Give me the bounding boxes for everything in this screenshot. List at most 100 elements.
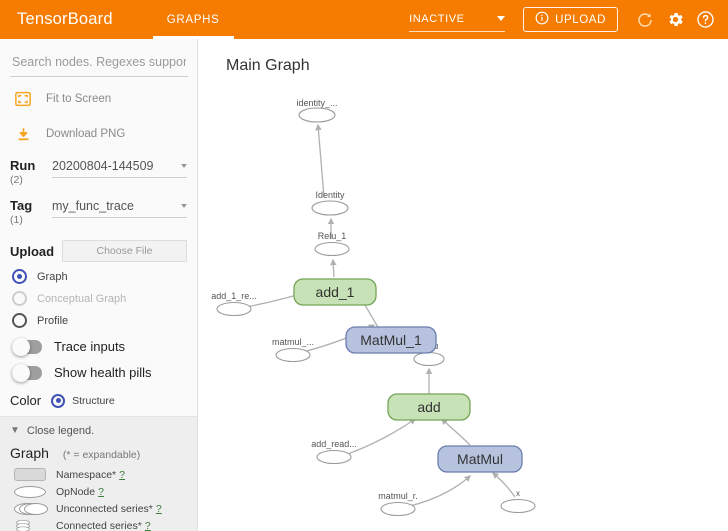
toggle-trace-inputs-switch[interactable] (12, 337, 42, 356)
run-status-value: INACTIVE (409, 13, 465, 25)
radio-profile-indicator (12, 313, 27, 328)
node-x[interactable] (500, 498, 536, 514)
close-legend-button[interactable]: ▼ Close legend. (10, 425, 187, 437)
node-relu-1[interactable] (314, 241, 350, 257)
upload-label: Upload (10, 243, 55, 259)
legend-label-opnode: OpNode (56, 485, 96, 498)
fit-to-screen-button[interactable]: Fit to Screen (10, 86, 187, 112)
reload-icon[interactable] (630, 5, 660, 35)
info-circle-icon (535, 11, 549, 28)
legend-expandable-note: (* = expandable) (62, 449, 141, 461)
node-label-matmul-r: matmul_r. (378, 491, 418, 501)
chevron-down-icon (181, 204, 187, 208)
run-status-select[interactable]: INACTIVE (409, 8, 506, 32)
fit-to-screen-label: Fit to Screen (46, 93, 112, 105)
toggle-trace-inputs[interactable]: Trace inputs (12, 337, 187, 356)
edge-addread-to-add (344, 418, 417, 456)
chevron-down-icon: ▼ (10, 425, 20, 436)
legend-item-connected-series: Connected series*? (10, 517, 187, 531)
tag-label-group: Tag (1) (10, 198, 52, 227)
toggle-show-health-pills[interactable]: Show health pills (12, 363, 187, 382)
node-add[interactable] (387, 393, 471, 421)
edge-identity-to-identity-ellipsis (315, 123, 325, 198)
toggle-show-health-pills-switch[interactable] (12, 363, 42, 382)
graph-ellipse-nodes: identity_... Identity Relu_1 add_1_re...… (211, 98, 536, 517)
fit-to-screen-icon (10, 90, 36, 108)
legend-label-connected-series: Connected series* (56, 519, 142, 531)
graph-legend: ▼ Close legend. Graph (* = expandable) N… (0, 416, 197, 531)
close-legend-label: Close legend. (26, 425, 95, 437)
color-mode-row: Color Structure (10, 393, 187, 408)
legend-title: Graph (10, 445, 49, 461)
node-add-1[interactable] (293, 278, 377, 306)
graph-canvas[interactable]: Main Graph (198, 39, 728, 531)
legend-item-namespace: Namespace*? (10, 466, 187, 483)
legend-header: Graph (* = expandable) (10, 445, 187, 461)
help-link-unconnected-series[interactable]: ? (155, 502, 162, 515)
toggle-trace-inputs-label: Trace inputs (54, 339, 126, 354)
radio-structure-indicator[interactable] (51, 393, 66, 408)
legend-label-unconnected-series: Unconnected series* (56, 502, 153, 515)
node-matmul-1[interactable] (345, 326, 437, 354)
node-relu[interactable] (413, 351, 445, 367)
node-label-matmul-read: matmul_... (272, 337, 314, 347)
help-link-namespace[interactable]: ? (119, 468, 125, 481)
search-nodes-field[interactable] (10, 53, 188, 77)
chevron-down-icon (497, 15, 506, 21)
node-matmul[interactable] (437, 445, 523, 473)
radio-conceptual-graph[interactable]: Conceptual Graph (12, 291, 187, 306)
help-icon[interactable] (690, 5, 720, 35)
node-label-add-read: add_read... (311, 439, 357, 449)
graph-svg[interactable]: identity_... Identity Relu_1 add_1_re...… (198, 39, 728, 531)
run-label-group: Run (2) (10, 158, 52, 187)
node-label-matmul: MatMul (457, 451, 503, 467)
radio-graph[interactable]: Graph (12, 269, 187, 284)
opnode-icon (10, 485, 56, 498)
node-label-matmul-1: MatMul_1 (360, 332, 422, 348)
radio-graph-indicator (12, 269, 27, 284)
radio-conceptual-graph-label: Conceptual Graph (37, 292, 127, 305)
namespace-icon (10, 468, 56, 481)
run-count: (2) (10, 174, 23, 186)
top-app-bar: TensorBoard GRAPHS INACTIVE UPLOAD (0, 0, 728, 39)
gear-icon[interactable] (660, 5, 690, 35)
download-png-label: Download PNG (46, 128, 126, 140)
node-label-relu-1: Relu_1 (318, 231, 347, 241)
edge-matmulr-to-matmul (409, 475, 471, 507)
node-matmul-r[interactable] (380, 501, 416, 517)
sidebar: Fit to Screen Download PNG Run (2) 20200… (0, 39, 198, 531)
app-brand: TensorBoard (17, 10, 113, 28)
unconnected-series-icon (10, 502, 56, 515)
tab-graphs[interactable]: GRAPHS (152, 0, 234, 39)
radio-graph-label: Graph (37, 270, 68, 283)
node-label-identity-ellipsis: identity_... (296, 98, 337, 108)
upload-row: Upload Choose File (10, 240, 187, 262)
choose-file-button[interactable]: Choose File (62, 240, 187, 262)
help-link-connected-series[interactable]: ? (144, 519, 151, 531)
radio-profile[interactable]: Profile (12, 313, 187, 328)
radio-structure-label: Structure (72, 394, 115, 407)
node-label-identity: Identity (315, 190, 345, 200)
node-identity-ellipsis[interactable] (298, 107, 336, 123)
tag-select[interactable]: my_func_trace (52, 199, 187, 218)
search-input[interactable] (10, 54, 188, 70)
node-add-read[interactable] (316, 449, 352, 465)
edge-matmul-to-add (441, 418, 471, 446)
nav-tabs: GRAPHS (152, 0, 234, 39)
help-link-opnode[interactable]: ? (98, 485, 104, 498)
node-label-add-1: add_1 (316, 284, 355, 300)
run-select[interactable]: 20200804-144509 (52, 159, 187, 178)
top-bar-actions: INACTIVE UPLOAD (409, 0, 720, 39)
node-identity[interactable] (311, 200, 349, 216)
connected-series-icon (10, 519, 56, 531)
edge-add1-to-relu1 (330, 258, 337, 278)
node-add-1-read[interactable] (216, 301, 252, 317)
download-png-button[interactable]: Download PNG (10, 121, 187, 147)
tag-count: (1) (10, 214, 23, 226)
node-matmul-read[interactable] (275, 347, 311, 363)
upload-button[interactable]: UPLOAD (523, 7, 618, 32)
radio-conceptual-graph-indicator (12, 291, 27, 306)
tag-value: my_func_trace (52, 199, 134, 213)
edge-x-to-matmul (492, 472, 516, 498)
upload-button-label: UPLOAD (555, 13, 606, 26)
